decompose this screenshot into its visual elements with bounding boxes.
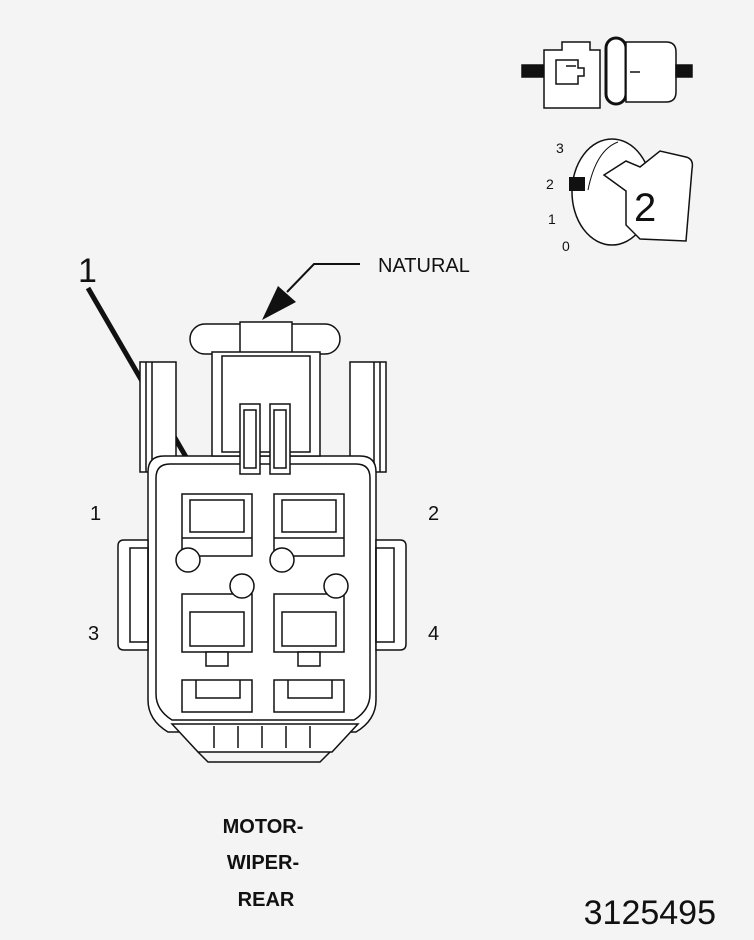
figure-id: 3125495 — [584, 894, 716, 932]
pin-label-1: 1 — [90, 503, 101, 525]
key-scale-2: 2 — [546, 176, 554, 192]
pin-label-2: 2 — [428, 503, 439, 525]
connector-side-view-icon — [521, 36, 693, 109]
color-label: NATURAL — [378, 255, 470, 277]
key-scale-3: 3 — [556, 140, 564, 156]
component-name-line1: MOTOR- — [223, 816, 304, 838]
pin-label-4: 4 — [428, 623, 439, 645]
key-position-icon: 3 2 1 0 2 — [546, 138, 694, 254]
color-leader-arrow — [262, 263, 360, 320]
callout-number: 1 — [78, 252, 97, 290]
connector-housing — [117, 321, 407, 763]
key-number: 2 — [634, 186, 656, 230]
pin-label-3: 3 — [88, 623, 99, 645]
key-scale-0: 0 — [562, 238, 570, 254]
key-scale-1: 1 — [548, 211, 556, 227]
key-position-marker — [569, 177, 585, 191]
component-name-line2: WIPER- — [227, 852, 299, 874]
component-name-line3: REAR — [238, 889, 295, 911]
